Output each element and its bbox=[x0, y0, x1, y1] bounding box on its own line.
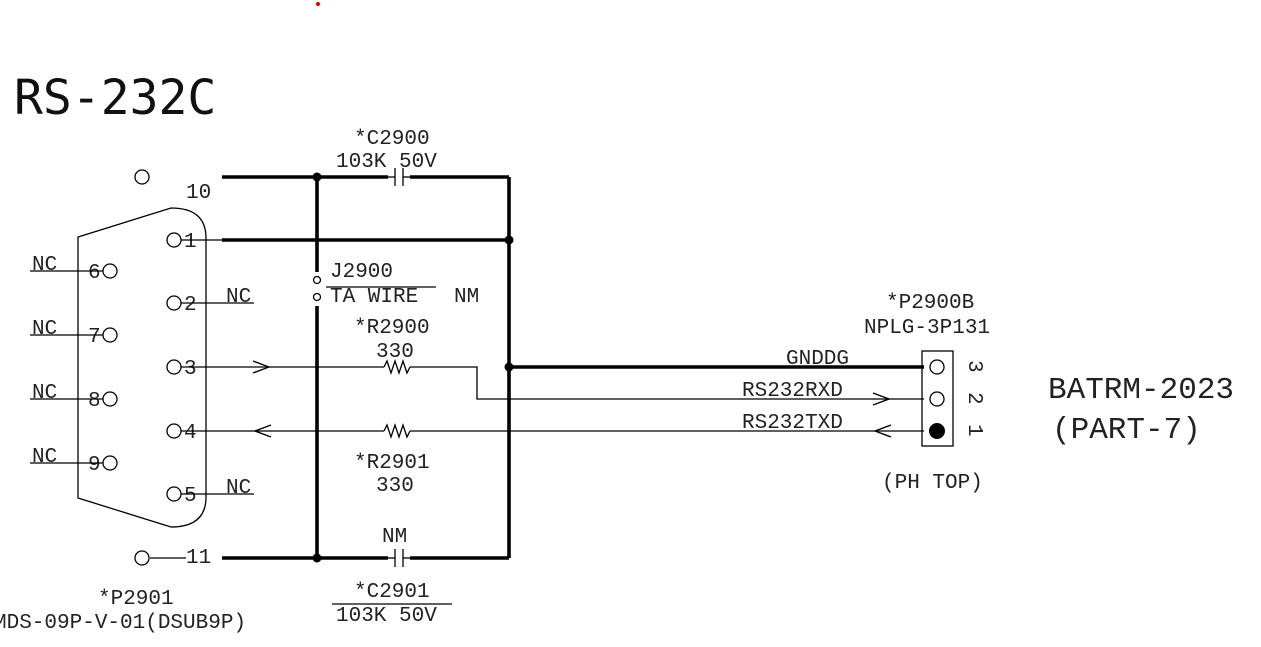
pin-8-label: 8 bbox=[88, 390, 101, 413]
pin-5-terminal bbox=[166, 486, 182, 502]
c2900-value: 103K 50V bbox=[336, 151, 437, 174]
pin-6-terminal bbox=[102, 263, 118, 279]
pin-7-nc-label: NC bbox=[32, 318, 57, 341]
destination-part: (PART-7) bbox=[1052, 413, 1201, 448]
r2901-ref: *R2901 bbox=[354, 452, 430, 475]
destination-name: BATRM-2023 bbox=[1048, 373, 1234, 408]
pin-10-label: 10 bbox=[186, 182, 211, 205]
pin-10-terminal bbox=[134, 169, 150, 185]
marker-dot bbox=[316, 2, 320, 6]
j2900-value: TA WIRE bbox=[330, 286, 418, 309]
j2900-nm: NM bbox=[454, 286, 479, 309]
p2900b-pin-1 bbox=[929, 423, 945, 439]
p2900b-ref: *P2900B bbox=[886, 292, 974, 315]
junction-dot bbox=[312, 553, 322, 563]
c2901-capacitor-symbol bbox=[388, 549, 410, 567]
pin-7-terminal bbox=[102, 327, 118, 343]
pin-6-nc-label: NC bbox=[32, 254, 57, 277]
pin-9-terminal bbox=[102, 455, 118, 471]
schematic-title: RS-232C bbox=[14, 70, 216, 126]
p2901-ref: *P2901 bbox=[98, 588, 174, 611]
p2900b-pin-2-label: 2 bbox=[962, 392, 985, 405]
pin-3-label: 3 bbox=[184, 358, 197, 381]
p2900b-note: (PH TOP) bbox=[882, 472, 983, 495]
pin-11-terminal bbox=[134, 550, 150, 566]
rxd-arrow-icon bbox=[252, 360, 271, 374]
c2901-ref: *C2901 bbox=[354, 581, 430, 604]
pin-4-terminal bbox=[166, 423, 182, 439]
pin-9-nc-label: NC bbox=[32, 446, 57, 469]
pin-5-label: 5 bbox=[184, 485, 197, 508]
pin-2-terminal bbox=[166, 295, 182, 311]
rxd-wire-right bbox=[410, 366, 924, 400]
pin-4-label: 4 bbox=[184, 422, 197, 445]
c2901-value: 103K 50V bbox=[336, 605, 437, 628]
txd-arrow-icon bbox=[253, 424, 272, 438]
junction-dot bbox=[504, 362, 514, 372]
r2901-value: 330 bbox=[376, 475, 414, 498]
junction-dot bbox=[312, 172, 322, 182]
p2900b-pin-2 bbox=[929, 391, 945, 407]
pin-8-terminal bbox=[102, 391, 118, 407]
p2901-part: MDS-09P-V-01(DSUB9P) bbox=[0, 612, 246, 635]
r2900-ref: *R2900 bbox=[354, 317, 430, 340]
r2901-resistor-symbol bbox=[383, 422, 411, 440]
pin-5-nc-label: NC bbox=[226, 477, 251, 500]
c2901-nm: NM bbox=[382, 526, 407, 549]
j2900-ref: J2900 bbox=[330, 261, 393, 284]
p2900b-pin-1-label: 1 bbox=[962, 424, 985, 437]
net-label-rxd: RS232RXD bbox=[742, 380, 843, 403]
j2900-contact bbox=[312, 275, 322, 285]
p2900b-pin-3 bbox=[929, 359, 945, 375]
c2900-capacitor-symbol bbox=[388, 168, 410, 186]
pin-6-label: 6 bbox=[88, 262, 101, 285]
pin-2-label: 2 bbox=[184, 294, 197, 317]
r2900-resistor-symbol bbox=[383, 358, 411, 376]
c2900-ref: *C2900 bbox=[354, 128, 430, 151]
pin-7-label: 7 bbox=[88, 326, 101, 349]
pin-2-nc-label: NC bbox=[226, 286, 251, 309]
r2900-value: 330 bbox=[376, 341, 414, 364]
junction-dot bbox=[504, 235, 514, 245]
j2900-contact bbox=[312, 292, 322, 302]
pin-8-nc-label: NC bbox=[32, 382, 57, 405]
p2900b-part: NPLG-3P131 bbox=[864, 317, 990, 340]
net-label-txd: RS232TXD bbox=[742, 412, 843, 435]
pin-1-terminal bbox=[166, 232, 182, 248]
txd-net-arrow-icon bbox=[873, 424, 892, 438]
pin-3-terminal bbox=[166, 359, 182, 375]
p2900b-pin-3-label: 3 bbox=[962, 360, 985, 373]
p2900b-connector-body bbox=[921, 350, 954, 447]
rxd-net-arrow-icon bbox=[872, 392, 891, 406]
dsub9-connector-outline bbox=[77, 207, 207, 528]
pin-1-label: 1 bbox=[184, 231, 197, 254]
pin-9-label: 9 bbox=[88, 454, 101, 477]
net-label-gnd: GNDDG bbox=[786, 348, 849, 371]
pin-11-label: 11 bbox=[186, 547, 211, 570]
